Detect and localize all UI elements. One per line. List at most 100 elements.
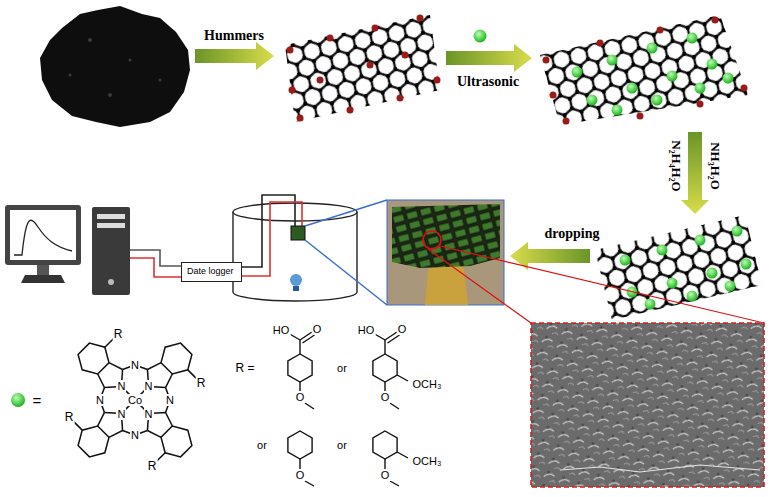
bond (305, 403, 314, 409)
light-bulb (290, 274, 302, 286)
step-label: Hummers (204, 28, 264, 44)
copc-dot (11, 393, 25, 407)
bond (305, 481, 314, 486)
substituent-structures (288, 332, 408, 486)
or-word: or (336, 439, 348, 451)
drive-slot (97, 214, 125, 219)
oxygen-groups (543, 17, 748, 125)
process-arrow (681, 132, 709, 214)
substituent-symbol: R (196, 376, 207, 390)
atom-label: N (144, 380, 154, 392)
benzene-ring (288, 354, 312, 382)
benzene-ring (373, 431, 397, 459)
copc-dot (474, 30, 487, 43)
benzene-ring (373, 354, 397, 382)
substituent-symbol: R (113, 327, 124, 341)
atom-label: N (130, 359, 140, 371)
group-label: OCH₃ (412, 455, 443, 467)
power-button (108, 279, 114, 285)
monitor-neck (37, 265, 49, 275)
reagent-label: N₂H₄H₂O (668, 140, 684, 191)
box-label: Date logger (187, 266, 236, 276)
drive-slot (97, 223, 125, 228)
or-word: or (256, 439, 268, 451)
bond (299, 459, 300, 469)
atom-label: N (95, 394, 105, 406)
zoom-line (305, 240, 387, 305)
atom-label: O (380, 469, 391, 481)
sensor-chip (291, 226, 305, 240)
atom-label: O (312, 323, 323, 335)
monitor-screen (10, 210, 76, 260)
bond (303, 335, 315, 343)
atom-label: N (165, 394, 175, 406)
copc-dots (572, 33, 734, 116)
monitor-base (21, 275, 65, 283)
atom-label: N (116, 380, 126, 392)
zoom-line (428, 249, 531, 323)
sensing-film (392, 204, 500, 268)
substituent-symbol: R (64, 410, 75, 424)
copc-go-sheet (540, 15, 748, 125)
copc-rgo-sheet (595, 215, 762, 320)
bond (397, 452, 408, 458)
isoindole-unit (121, 331, 207, 417)
isoindole-unit (118, 386, 204, 472)
group-label: OCH₃ (412, 378, 443, 390)
atom-label: O (397, 323, 408, 335)
graphene-oxide-sheet (285, 15, 440, 122)
reagent-label: NH₃H₂O (707, 142, 723, 190)
zoom-line (305, 200, 387, 226)
substituent-symbol: R (147, 459, 158, 473)
monitor (5, 205, 81, 265)
bond (390, 403, 399, 409)
bond (385, 332, 397, 340)
step-label: dropping (545, 226, 600, 242)
equals-sign: = (33, 392, 42, 409)
substituent-definition: R = (234, 361, 255, 375)
phthalocyanine (63, 328, 206, 471)
zoom-line (440, 246, 764, 323)
process-arrow (195, 42, 274, 70)
wire (215, 195, 295, 267)
atom-label: N (144, 408, 154, 420)
atom-label: O (295, 391, 306, 403)
step-label: Ultrasonic (457, 74, 519, 90)
metal-label: Co (127, 394, 143, 406)
benzene-ring (288, 431, 312, 459)
graphite-speckle (69, 38, 162, 97)
pc-tower (92, 207, 130, 295)
oxygen-groups (287, 15, 441, 122)
atom-label: N (130, 429, 140, 441)
beaker-bottom (233, 292, 357, 301)
response-curve (14, 220, 72, 255)
bond (299, 340, 300, 354)
bond (384, 340, 385, 354)
sensor-photo (387, 200, 504, 305)
copc-dots (620, 226, 752, 310)
process-arrow (446, 44, 532, 72)
atom-label: N (116, 408, 126, 420)
bond (384, 459, 385, 469)
bond (300, 332, 312, 340)
bond (388, 335, 400, 343)
group-label: HO (272, 324, 291, 336)
or-word: or (336, 362, 348, 374)
light-bulb-base (293, 286, 299, 291)
bond (397, 375, 408, 381)
isoindole-unit (63, 383, 149, 469)
atom-label: O (380, 391, 391, 403)
sem-frame (531, 323, 764, 487)
bond (390, 481, 399, 486)
graphite-powder (40, 6, 190, 127)
sem-image (531, 323, 764, 487)
group-label: HO (357, 324, 376, 336)
logger-box: Date logger (181, 262, 242, 282)
zoom-circle (423, 231, 441, 249)
atom-label: O (295, 469, 306, 481)
sem-crack (560, 465, 760, 472)
isoindole-unit (66, 328, 152, 414)
